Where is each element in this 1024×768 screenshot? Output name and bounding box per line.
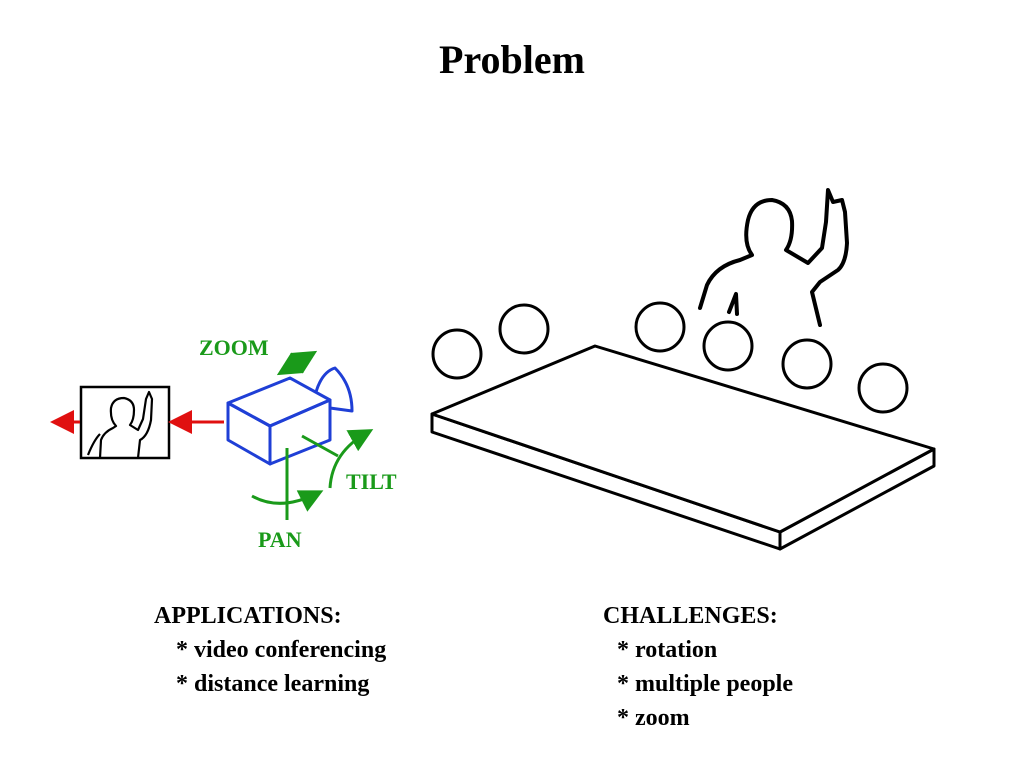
tilt-label: TILT xyxy=(346,469,397,494)
applications-list: APPLICATIONS: * video conferencing * dis… xyxy=(154,599,386,701)
table-icon xyxy=(430,344,936,551)
zoom-label: ZOOM xyxy=(199,335,269,360)
challenges-item: * multiple people xyxy=(617,671,794,697)
applications-item: * video conferencing xyxy=(176,637,387,663)
challenges-item: * rotation xyxy=(617,637,718,663)
challenges-item: * zoom xyxy=(617,705,690,731)
pan-arrow-icon xyxy=(251,490,324,512)
pan-label: PAN xyxy=(258,527,302,552)
monitor-icon xyxy=(79,385,171,460)
applications-heading: APPLICATIONS: xyxy=(154,603,342,629)
applications-item: * distance learning xyxy=(176,671,370,697)
presenter-icon xyxy=(698,188,849,327)
challenges-heading: CHALLENGES: xyxy=(603,603,778,629)
tilt-arrow-icon xyxy=(328,429,374,489)
slide-title: Problem xyxy=(439,37,585,82)
camera-icon xyxy=(226,366,354,466)
people-icon xyxy=(431,301,909,414)
zoom-arrow-icon xyxy=(276,350,318,376)
tilt-axis-icon xyxy=(301,434,339,458)
challenges-list: CHALLENGES: * rotation * multiple people… xyxy=(603,599,793,735)
